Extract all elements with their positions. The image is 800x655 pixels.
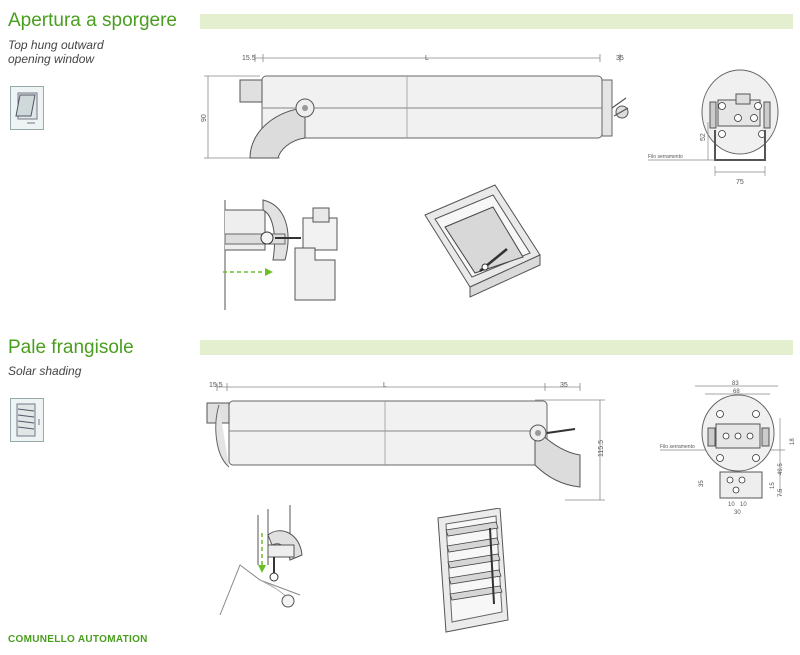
brand-footer: COMUNELLO AUTOMATION — [8, 634, 148, 645]
dim-right-2: 35 — [560, 382, 568, 389]
isometric-window-drawing-1 — [424, 184, 541, 298]
dim-length-2: L — [383, 382, 387, 389]
dim-left: 15.5 — [242, 55, 256, 62]
dim-side-h3: 15 — [770, 482, 776, 489]
section-title-pale: Pale frangisole — [8, 337, 134, 358]
shading-icon — [10, 398, 44, 442]
dim-base-w: 30 — [734, 510, 741, 516]
section-header-bar-2 — [200, 340, 793, 355]
dim-side-inner: 68 — [733, 389, 740, 395]
actuator-side-drawing-1: Filo serramento 52 75 — [648, 69, 779, 186]
reference-label-1: Filo serramento — [648, 154, 683, 160]
reference-label-2: Filo serramento — [660, 444, 695, 450]
dim-side-height: 52 — [700, 133, 707, 141]
section-subtitle-line2: opening window — [8, 52, 95, 66]
dim-height-2: 115.5 — [598, 440, 605, 457]
actuator-front-drawing-1: 15.5 L 35 90 76 — [201, 54, 629, 159]
section-title-apertura: Apertura a sporgere — [8, 10, 177, 31]
section-subtitle-line1: Top hung outward — [8, 38, 104, 52]
dim-left-2: 15.5 — [209, 382, 223, 389]
actuator-side-drawing-2: 83 68 Filo serramento 18 49.5 15 7.5 35 … — [660, 381, 796, 516]
louvre-panel-drawing-2 — [437, 508, 509, 633]
dim-side-width: 75 — [736, 179, 744, 186]
dim-length: L — [425, 55, 429, 62]
dim-base-b: 10 — [740, 502, 747, 508]
dim-side-h5: 35 — [699, 480, 705, 487]
section-header-bar — [200, 14, 793, 29]
install-detail-drawing-2 — [219, 505, 303, 616]
section-subtitle-2: Solar shading — [8, 364, 82, 378]
install-detail-drawing-1 — [223, 199, 338, 310]
dim-side-h1: 18 — [790, 438, 796, 445]
window-icon — [10, 86, 44, 130]
dim-side-h2: 49.5 — [778, 463, 784, 475]
dim-side-h4: 7.5 — [778, 488, 784, 497]
actuator-front-drawing-2: 15.5 L 35 115.5 76 — [206, 382, 605, 501]
dim-height: 90 — [201, 114, 208, 122]
dim-side-outer: 83 — [732, 381, 739, 387]
dim-right: 35 — [616, 55, 624, 62]
dim-base-a: 10 — [728, 502, 735, 508]
